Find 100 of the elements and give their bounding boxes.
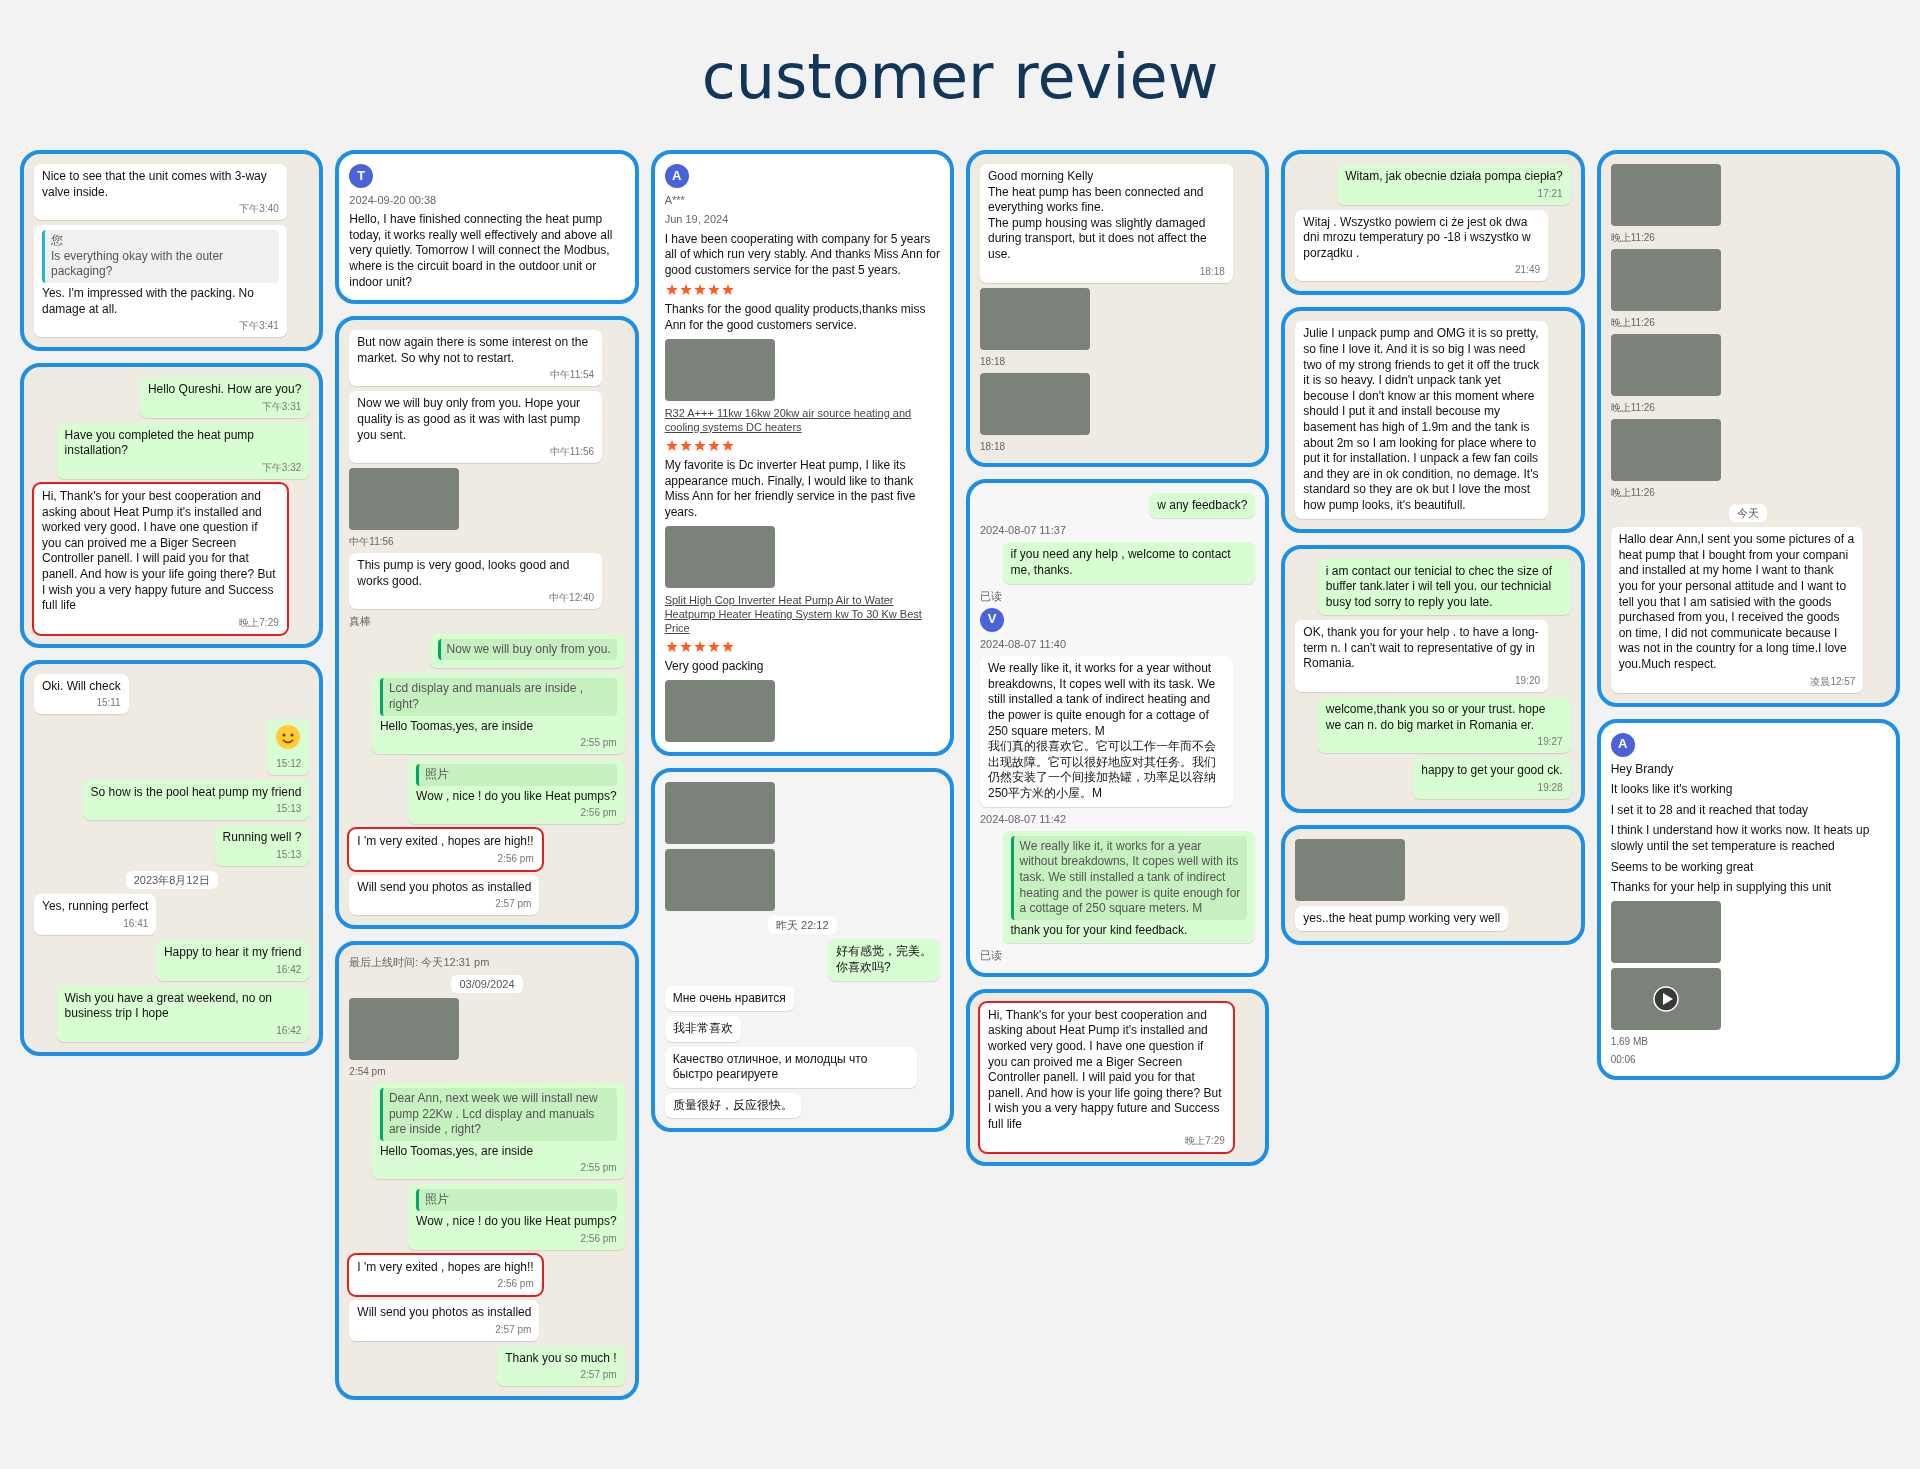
meta-text: 真棒 <box>349 614 373 629</box>
meta-text: 2024-08-07 11:37 <box>980 523 1068 538</box>
chat-screenshot <box>1596 150 1900 707</box>
message-text: welcome,thank you so or your trust. hope we can n. do big market in Romania er. <box>1325 702 1546 732</box>
message-text: Hi, Thank's for your best cooperation and asking about Heat Pump it's installed and worked very good. I have one question if you can proived me a Biger Secreen Controller panell. I will paid you for that panell. And how is your life going there? But I wish you a very happy future and Success full life <box>988 1007 1222 1131</box>
timestamp: 下午3:41 <box>238 319 279 333</box>
review-text: Thanks for the good quality products,thanks miss Ann for the good customers service. <box>664 302 927 334</box>
timestamp: 15:11 <box>95 696 121 710</box>
chat-screenshot <box>1596 718 1900 1080</box>
message-text: But now again there is some interest on the market. So why not to restart. <box>357 335 589 365</box>
chat-screenshot <box>335 150 639 305</box>
message-text: We really like it, it works for a year without breakdowns, It copes well with its task. We still installed a tank of indirect heating and the power is quite enough for a cottage of 250 square meters. M <box>988 661 1216 738</box>
message-text: Witam, jak obecnie działa pompa ciepła? <box>1345 169 1563 183</box>
timestamp: 18:18 <box>1198 264 1225 278</box>
photo-time: 00:06 <box>1610 1052 1637 1066</box>
message-text: 你喜欢吗? <box>836 959 892 976</box>
avatar: V <box>980 607 1004 632</box>
timestamp: 下午3:40 <box>238 202 279 216</box>
quoted-text: Now we will buy only from you. <box>446 641 611 658</box>
product-link: R32 A+++ 11kw 16kw 20kw air source heating and cooling systems DC heaters <box>664 405 913 435</box>
timestamp: 16:41 <box>122 916 149 930</box>
meta-text: 已读 <box>980 588 1003 603</box>
message-text: i am contact our tenicial to chec the size of buffer tank.later i wil tell you. our technicial busy tod sorry to reply you late. <box>1325 563 1552 609</box>
avatar: T <box>349 164 374 188</box>
timestamp: 2:56 pm <box>496 851 534 865</box>
photo-time: 晚上11:26 <box>1610 316 1656 329</box>
message-text: Thank you so much ! <box>505 1350 617 1365</box>
message-text: Wow , nice ! do you like Heat pumps? <box>416 1214 617 1230</box>
timestamp: 凌晨12:57 <box>1809 674 1856 688</box>
message-text: I 'm very exited , hopes are high!! <box>357 1259 534 1274</box>
review-text: My favorite is Dc inverter Heat pump, I like its appearance much. Finally, I would like to thank Miss Ann for her friendly service in the past five years. <box>664 458 917 521</box>
date-label: 今天 <box>1729 504 1768 523</box>
message-text: happy to get your good ck. <box>1421 763 1563 778</box>
message-text: Hello Toomas,yes, are inside <box>379 1143 535 1160</box>
chat-screenshot <box>20 363 324 648</box>
timestamp: 2:57 pm <box>494 897 532 911</box>
message-text: So how is the pool heat pump my friend <box>90 784 302 799</box>
photo-time: 18:18 <box>980 439 1006 453</box>
meta-text: Jun 19, 2024 <box>664 212 730 227</box>
timestamp: 15:12 <box>275 756 302 770</box>
timestamp: 晚上7:29 <box>1184 1134 1225 1148</box>
review-text: I think I understand how it works now. It heats up slowly until the set temperature is reached <box>1610 823 1871 855</box>
meta-text: 2024-09-20 00:38 <box>349 193 438 208</box>
date-label: 2023年8月12日 <box>125 871 218 890</box>
timestamp: 2:56 pm <box>579 806 617 820</box>
message-text: I 'm very exited , hopes are high!! <box>357 834 534 849</box>
meta-text: A*** <box>664 193 686 208</box>
review-text: Seems to be working great <box>1610 859 1755 876</box>
message-text: OK, thank you for your help . to have a long-term n. I can't wait to representative of gy in Romania. <box>1303 625 1539 671</box>
message-text: Мне очень нравится <box>672 990 786 1005</box>
chat-screenshot <box>650 150 954 756</box>
message-text: Now we will buy only from you. Hope your quality is as good as it was with last pump you sent. <box>357 396 581 442</box>
timestamp: 下午3:32 <box>260 460 302 474</box>
message-text: Good morning Kelly <box>988 169 1094 183</box>
timestamp: 2:56 pm <box>579 1231 617 1245</box>
message-text: w any feedback? <box>1157 497 1248 512</box>
timestamp: 19:28 <box>1536 780 1563 794</box>
product-link: Split High Cop Inverter Heat Pump Air to Water Heatpump Heater Heating System kw To 30 Kw Best Price <box>664 592 923 636</box>
message-text: Качество отличное, и молодцы что быстро реагируете <box>672 1051 868 1082</box>
meta-text: 最后上线时间: 今天12:31 pm <box>349 955 491 970</box>
message-text: 我们真的很喜欢它。它可以工作一年而不会出现故障。它可以很好地应对其任务。我们仍然安装了一个间接加热罐，功率足以容纳250平方米的小屋。M <box>988 739 1217 802</box>
photo-time: 中午11:56 <box>349 535 395 549</box>
message-text: Will send you photos as installed <box>357 1305 532 1320</box>
message-text: Hello Toomas,yes, are inside <box>379 718 535 735</box>
photo-time: 晚上11:26 <box>1610 486 1656 499</box>
timestamp: 2:55 pm <box>579 1161 617 1175</box>
timestamp: 16:42 <box>275 1023 302 1037</box>
message-text: 质量很好，反应很快。 <box>672 1097 793 1112</box>
date-label: 03/09/2024 <box>451 974 523 994</box>
meta-text: 2024-08-07 11:40 <box>980 636 1068 652</box>
review-text: Hey Brandy <box>1610 761 1675 778</box>
timestamp: 下午3:31 <box>260 399 302 413</box>
quoted-text: Is everything okay with the outer packaging? <box>51 248 225 280</box>
timestamp: 2:57 pm <box>579 1368 617 1382</box>
timestamp: 中午11:56 <box>548 445 595 459</box>
page-title: customer review <box>701 40 1219 113</box>
avatar: A <box>1610 732 1635 757</box>
review-text: Thanks for your help in supplying this unit <box>1610 880 1833 896</box>
message-text: thank you for your kind feedback. <box>1010 922 1189 939</box>
message-text: Hi, Thank's for your best cooperation and asking about Heat Pump it's installed and worked very good. I have one question if you can proived me a Biger Secreen Controller panell. I will paid you for that panell. And how is your life going there? But I wish you a very happy future and Success full life <box>42 488 276 613</box>
timestamp: 2:55 pm <box>579 736 617 750</box>
timestamp: 中午12:40 <box>548 591 595 605</box>
photo-time: 1.69 MB <box>1610 1034 1649 1048</box>
message-text: This pump is very good, looks good and works good. <box>357 558 570 588</box>
message-text: 我非常喜欢 <box>672 1021 733 1036</box>
review-text: I have been cooperating with company for 5 years all of which run very stably. And thanks Miss Ann for good customers service for the past 5 years. <box>664 231 940 279</box>
quoted-text: Dear Ann, next week we will install new pump 22Kw . Lcd display and manuals are inside , right? <box>388 1091 599 1138</box>
chat-screenshot <box>1281 307 1585 533</box>
photo-time: 晚上11:26 <box>1610 401 1656 414</box>
message-text: Julie I unpack pump and OMG it is so pretty, so fine I love it. And it is so big I was need two of my strong friends to get it off the truck it is so heavy. I didn't unpack tank yet becouse I don't know ar this moment where should I put it and install becouse my basement has high of 1.9m and the tank is about 2m so I am looking for place where to put it for installation. I unpack a few fan coils and they are in ok condition, no demage. It's standard so they are ok but I love the most how pump looks, it's beautifull. <box>1303 326 1540 512</box>
chat-screenshot <box>20 150 324 352</box>
chat-screenshot <box>20 659 324 1056</box>
timestamp: 16:42 <box>275 962 302 976</box>
chat-screenshot <box>966 478 1270 977</box>
message-text: The heat pump has been connected and everything works fine. <box>988 184 1205 216</box>
photo-time: 18:18 <box>980 354 1006 368</box>
message-text: Will send you photos as installed <box>357 879 532 894</box>
message-text: The pump housing was slightly damaged during transport, but it does not affect the use. <box>988 215 1208 263</box>
quoted-text: We really like it, it works for a year without breakdowns, It copes well with its task. We still installed a tank of indirect heating and the power is quite enough for a cottage of 250 square meters. M <box>1019 838 1242 917</box>
timestamp: 15:13 <box>275 802 302 816</box>
